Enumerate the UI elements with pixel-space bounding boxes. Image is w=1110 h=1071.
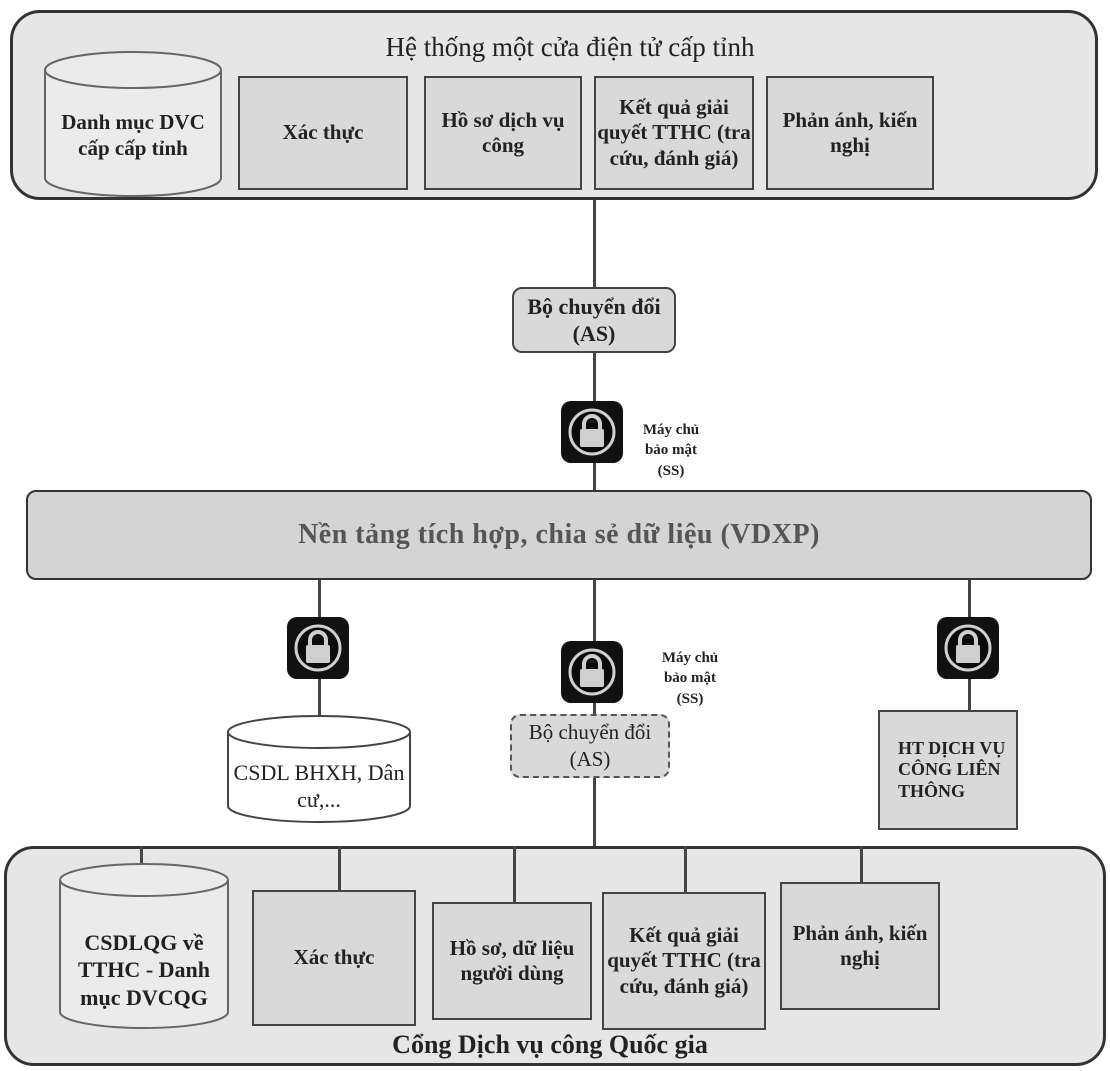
bottom-catalog-label: CSDLQG về TTHC - Danh mục DVCQG (77, 929, 211, 1010)
top-module-records: Hồ sơ dịch vụ công (424, 76, 582, 190)
connector-as-to-bottom (593, 778, 596, 846)
connector-lock-left-to-db (318, 678, 321, 716)
top-catalog-label: Danh mục DVC cấp cấp tỉnh (61, 109, 205, 160)
connector-tick (140, 846, 143, 868)
connector-top-to-as (593, 195, 596, 287)
security-server-label-2: Máy chủ bảo mật (SS) (661, 650, 719, 707)
connector-lock-center-to-as (593, 702, 596, 714)
db-bhxh-label: CSDL BHXH, Dân cư,... (233, 759, 405, 813)
lock-icon (560, 640, 624, 704)
connector-lock-right-to-ht (968, 678, 971, 710)
bottom-module-user-records: Hồ sơ, dữ liệu người dùng (432, 902, 592, 1020)
bottom-module-auth: Xác thực (252, 890, 416, 1026)
lock-icon (560, 400, 624, 464)
connector-vdxp-to-lock-left (318, 580, 321, 618)
top-module-feedback: Phản ánh, kiến nghị (766, 76, 934, 190)
connector-tick (513, 846, 516, 902)
bottom-module-feedback: Phản ánh, kiến nghị (780, 882, 940, 1010)
top-system-title: Hệ thống một cửa điện tử cấp tỉnh (385, 32, 755, 62)
bottom-module-results: Kết quả giải quyết TTHC (tra cứu, đánh g… (602, 892, 766, 1030)
connector-tick (338, 846, 341, 890)
converter-top: Bộ chuyển đổi (AS) (512, 287, 676, 353)
connector-lock-to-vdxp (593, 462, 596, 492)
security-server-label: Máy chủ bảo mật (SS) (642, 422, 700, 479)
top-module-results: Kết quả giải quyết TTHC (tra cứu, đánh g… (594, 76, 754, 190)
top-module-auth: Xác thực (238, 76, 408, 190)
converter-bottom: Bộ chuyển đổi (AS) (510, 714, 670, 778)
ht-lien-thong-box: HT DỊCH VỤ CÔNG LIÊN THÔNG (878, 710, 1018, 830)
lock-icon (286, 616, 350, 680)
connector-vdxp-to-lock-right (968, 580, 971, 618)
integration-platform: Nền tảng tích hợp, chia sẻ dữ liệu (VDXP… (26, 490, 1092, 580)
lock-icon (936, 616, 1000, 680)
connector-tick (860, 846, 863, 882)
connector-as-to-lock (593, 352, 596, 402)
connector-vdxp-to-lock-center (593, 580, 596, 642)
connector-tick (684, 846, 687, 892)
bottom-system-title: Cổng Dịch vụ công Quốc gia (392, 1030, 708, 1059)
